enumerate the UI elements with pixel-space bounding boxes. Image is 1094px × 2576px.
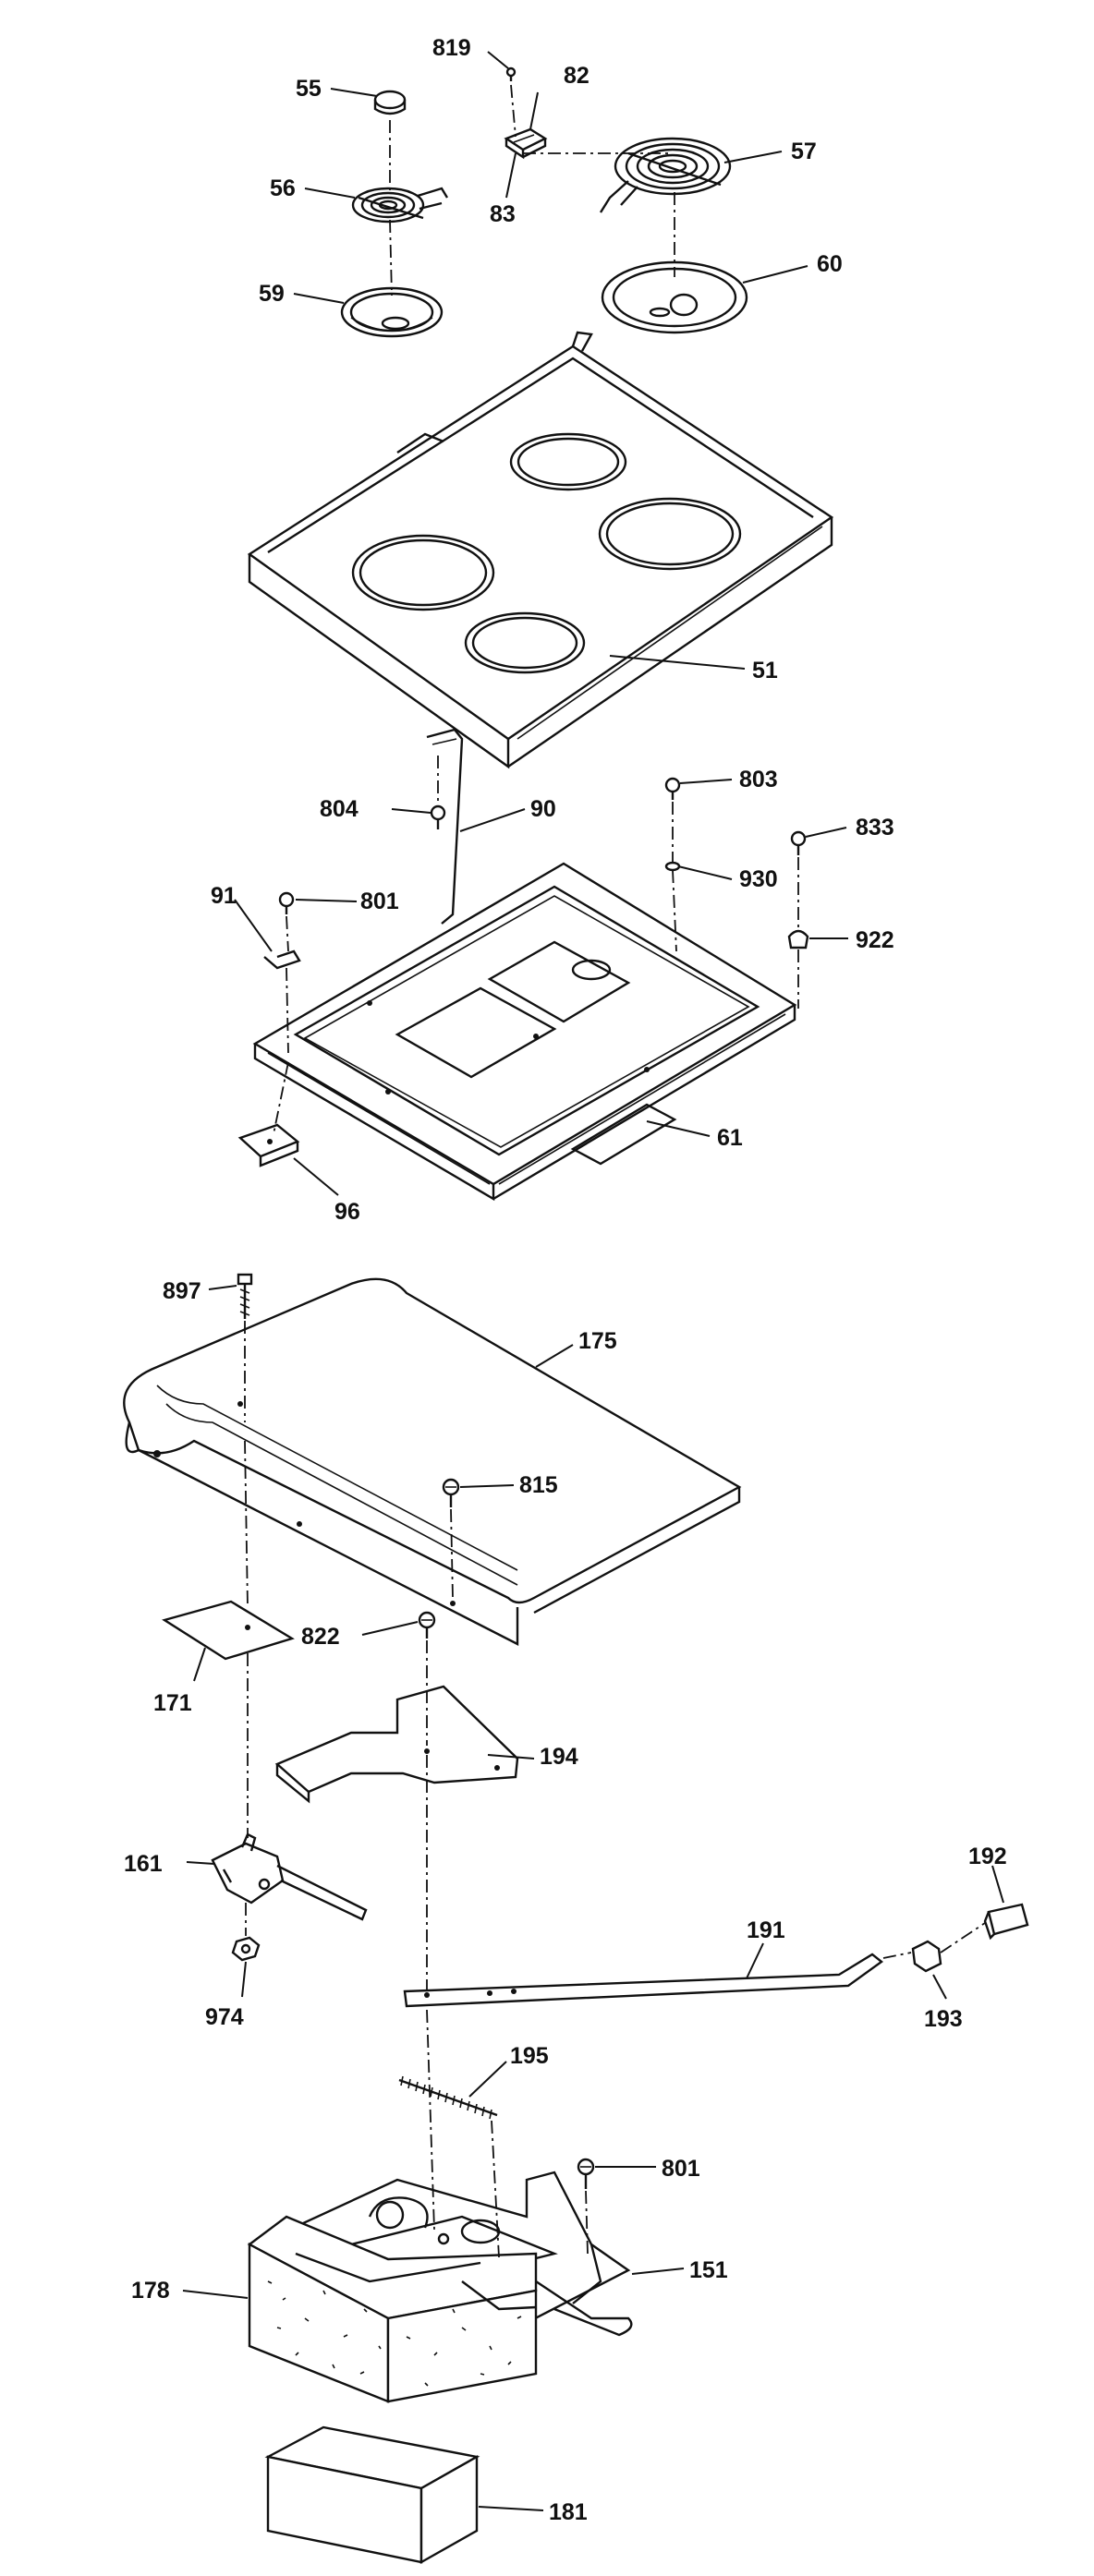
label-178: 178 [131, 2278, 170, 2304]
label-90: 90 [530, 796, 556, 822]
part-922-bumper [787, 929, 809, 949]
label-91: 91 [211, 883, 237, 909]
label-82: 82 [564, 63, 590, 89]
label-897: 897 [163, 1278, 201, 1304]
part-175-shield-panel [123, 1277, 742, 1646]
part-90-rod [426, 728, 464, 925]
label-171: 171 [153, 1690, 192, 1716]
label-801b: 801 [662, 2156, 700, 2182]
part-181-box [264, 2425, 480, 2565]
part-815-screw [442, 1478, 460, 1507]
part-833-screw [790, 830, 807, 855]
label-822: 822 [301, 1624, 340, 1650]
label-195: 195 [510, 2043, 549, 2069]
part-801-screw-top [278, 891, 295, 914]
label-151: 151 [689, 2257, 728, 2283]
label-96: 96 [334, 1199, 360, 1225]
part-171-pad [162, 1600, 295, 1661]
part-191-lock-rod [403, 1953, 883, 2008]
part-192-knob [983, 1903, 1029, 1941]
leader-lines [182, 51, 1004, 2511]
label-819: 819 [432, 35, 471, 61]
part-55-cap [373, 90, 407, 115]
part-819-screw [505, 67, 517, 81]
label-83: 83 [490, 201, 516, 227]
label-801a: 801 [360, 889, 399, 914]
part-61-burner-box [252, 862, 797, 1202]
part-56-small-element [351, 187, 449, 224]
part-974-nut [231, 1936, 261, 1962]
label-974: 974 [205, 2004, 244, 2030]
part-801-screw-lower [577, 2158, 595, 2189]
label-833: 833 [856, 815, 894, 841]
label-803: 803 [739, 767, 778, 792]
label-56: 56 [270, 175, 296, 201]
part-161-switch [211, 1832, 368, 1921]
part-91-clip [263, 949, 301, 970]
part-193-clip [911, 1940, 942, 1973]
label-930: 930 [739, 866, 778, 892]
label-55: 55 [296, 76, 322, 102]
part-labels: 819 55 82 56 57 83 59 60 51 803 804 90 8… [124, 35, 1007, 2525]
part-803-screw [664, 777, 681, 800]
part-51-cooktop [247, 331, 834, 769]
label-922: 922 [856, 927, 894, 953]
label-51: 51 [752, 658, 778, 683]
label-192: 192 [968, 1844, 1007, 1869]
label-161: 161 [124, 1851, 163, 1877]
label-61: 61 [717, 1125, 743, 1151]
part-822-screw [418, 1611, 436, 1639]
part-897-screw [237, 1273, 253, 1319]
bottom-section-centerlines [244, 1321, 986, 2258]
top-section-centerlines [273, 84, 799, 1135]
label-181: 181 [549, 2499, 588, 2525]
part-57-large-element [599, 137, 732, 213]
label-815: 815 [519, 1472, 558, 1498]
label-191: 191 [747, 1917, 785, 1943]
part-178-insulated-box [247, 2215, 538, 2403]
label-193: 193 [924, 2006, 963, 2032]
part-194-bracket [274, 1685, 519, 1804]
label-57: 57 [791, 139, 817, 164]
label-804: 804 [320, 796, 359, 822]
label-175: 175 [578, 1328, 617, 1354]
label-59: 59 [259, 281, 285, 307]
label-60: 60 [817, 251, 843, 277]
part-96-bracket [237, 1123, 300, 1167]
part-804-screw [430, 804, 446, 829]
label-194: 194 [540, 1744, 578, 1770]
part-930-washer [664, 861, 681, 872]
part-195-spring [398, 2075, 498, 2120]
